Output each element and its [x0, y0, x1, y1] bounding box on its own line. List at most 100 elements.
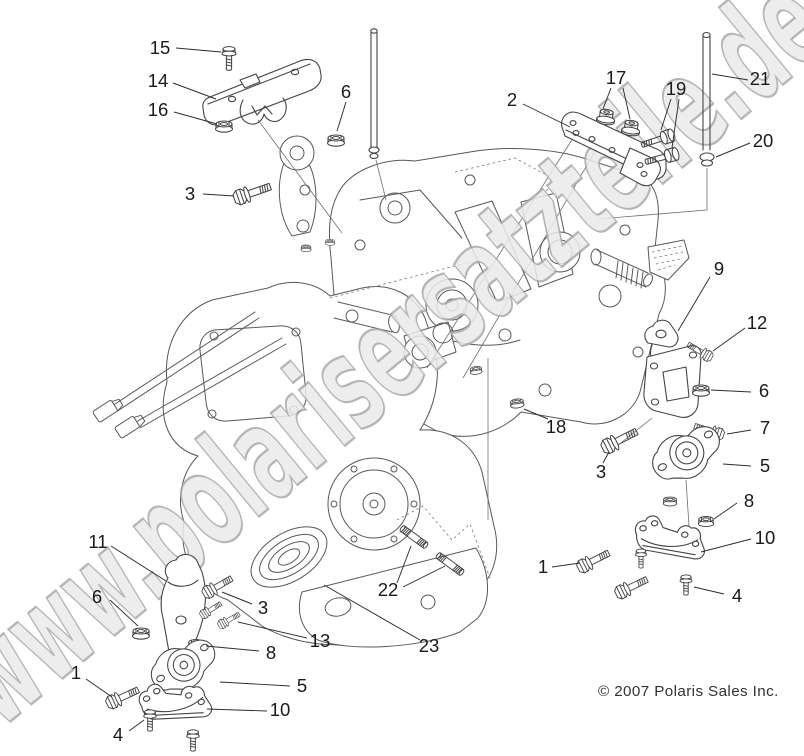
callout-label-8: 8	[266, 642, 276, 663]
leader-line-17	[602, 87, 612, 110]
callout-label-6: 6	[759, 380, 769, 401]
leader-line-15	[175, 47, 222, 53]
leader-line-22	[396, 545, 412, 584]
part-11-bracket	[160, 553, 206, 660]
leader-line-12	[712, 327, 746, 352]
spark-plug-wires-drawing	[92, 311, 287, 439]
part-8-nut-right	[697, 516, 715, 528]
part-3-bolt-top	[231, 178, 274, 208]
frame-plate-drawing	[647, 239, 690, 281]
copyright-text: © 2007 Polaris Sales Inc.	[598, 683, 779, 700]
leader-line-6	[109, 599, 139, 627]
leader-line-3	[202, 193, 235, 197]
callout-label-23: 23	[419, 635, 440, 656]
leader-line-10	[700, 538, 752, 553]
callout-label-22: 22	[378, 579, 399, 600]
callout-label-5: 5	[760, 455, 770, 476]
callout-label-2: 2	[507, 89, 517, 110]
leader-line-20	[715, 142, 751, 158]
linkage-drawing	[278, 135, 335, 253]
leader-line-6	[336, 101, 347, 132]
part-13-bolt-b	[215, 609, 242, 631]
bolt-loose-mid	[612, 572, 651, 602]
callout-label-18: 18	[546, 416, 567, 437]
leader-line-4	[128, 719, 145, 732]
callout-label-14: 14	[148, 70, 169, 91]
callout-label-6: 6	[341, 81, 351, 102]
part-9-bracket	[643, 319, 702, 418]
bolt-small-mid	[634, 548, 648, 569]
callout-label-19: 19	[666, 78, 687, 99]
callout-label-9: 9	[714, 258, 724, 279]
callout-label-7: 7	[760, 417, 770, 438]
part-4-bolt-bottom	[143, 709, 157, 732]
leader-line-8	[205, 645, 260, 652]
leader-line-2	[522, 103, 571, 128]
callout-label-4: 4	[732, 585, 742, 606]
machine-drawing	[92, 119, 708, 648]
part-16-nut	[214, 120, 234, 133]
callout-label-3: 3	[258, 597, 268, 618]
leader-line-6	[710, 389, 752, 393]
callout-label-15: 15	[150, 37, 171, 58]
leader-line-19	[671, 98, 680, 149]
callout-label-17: 17	[606, 67, 627, 88]
leader-line-17	[622, 87, 631, 120]
hardware-parts	[103, 28, 730, 752]
part-4-bolt-right	[679, 574, 693, 596]
leader-line-1	[551, 562, 581, 568]
leader-line-5	[722, 463, 752, 467]
leader-line-3	[221, 591, 253, 605]
leader-line-14	[172, 82, 217, 100]
callout-label-3: 3	[596, 461, 606, 482]
leader-line-19	[660, 98, 672, 131]
callout-label-21: 21	[750, 68, 771, 89]
part-20-fastener	[699, 152, 715, 167]
leader-line-11	[110, 545, 167, 582]
callout-label-16: 16	[148, 99, 169, 120]
part-15-bolt	[221, 46, 237, 71]
leader-line-22	[402, 565, 446, 588]
leader-line-9	[677, 276, 711, 332]
nut-small-right	[662, 496, 678, 507]
callout-label-20: 20	[753, 130, 774, 151]
part-6-nut-top	[326, 134, 346, 147]
callout-label-10: 10	[270, 699, 291, 720]
callout-label-1: 1	[71, 662, 81, 683]
cylinder-fins-drawing	[250, 526, 328, 588]
construction-lines	[257, 119, 708, 579]
callout-label-13: 13	[310, 630, 331, 651]
part-21-rod-left	[368, 28, 380, 160]
engine-drawing	[92, 282, 498, 648]
callout-label-4: 4	[113, 724, 123, 745]
leader-line-5	[219, 681, 291, 687]
leader-line-13	[237, 621, 308, 639]
part-1-bolt-bottom	[103, 682, 142, 712]
callout-label-5: 5	[297, 675, 307, 696]
leader-line-8	[713, 502, 738, 520]
part-21-rod-right	[702, 31, 711, 151]
part-6-nut-bottom	[131, 627, 151, 640]
part-14-bracket	[202, 58, 322, 126]
leader-line-4	[693, 586, 725, 595]
part-3-bolt-right	[598, 423, 641, 457]
callout-label-6: 6	[92, 586, 102, 607]
part-2-bracket	[561, 111, 667, 187]
callout-label-8: 8	[744, 490, 754, 511]
part-6-nut-right	[691, 384, 711, 397]
leader-line-18	[523, 408, 549, 420]
part-1-bolt-right	[574, 546, 613, 576]
bolt-small-bottom	[186, 729, 200, 752]
leader-line-16	[173, 111, 218, 125]
callout-label-10: 10	[755, 527, 776, 548]
leader-line-23	[323, 584, 421, 641]
leader-line-3	[602, 451, 610, 464]
callout-label-11: 11	[88, 531, 107, 552]
leader-line-7	[726, 429, 752, 435]
leader-line-1	[85, 678, 113, 698]
leader-line-10	[206, 708, 268, 712]
callout-label-1: 1	[538, 556, 548, 577]
